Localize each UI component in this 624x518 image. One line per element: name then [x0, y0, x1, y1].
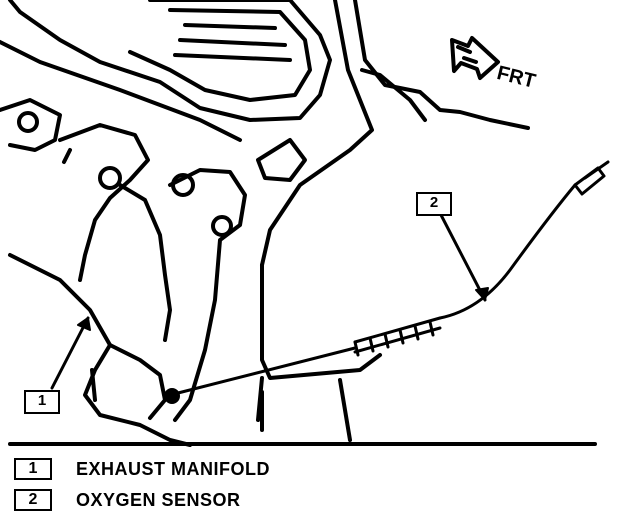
callout-1: 1 [24, 390, 60, 414]
legend-key-1: 1 [14, 458, 52, 480]
engine-block-edge [256, 0, 530, 442]
sensor-port [164, 388, 180, 404]
legend-label-oxygen-sensor: OXYGEN SENSOR [76, 489, 241, 510]
oxygen-sensor [353, 160, 610, 357]
legend-row-exhaust-manifold: 1 EXHAUST MANIFOLD [14, 456, 270, 482]
legend-key-2: 2 [14, 489, 52, 511]
callout-1-leader [50, 316, 91, 390]
sensor-port-leader [176, 346, 357, 395]
valve-cover [0, 0, 332, 142]
callout-2: 2 [416, 192, 452, 216]
exhaust-manifold [0, 98, 247, 447]
callout-1-number: 1 [37, 392, 47, 409]
callout-2-number: 2 [429, 194, 439, 211]
callout-2-leader [438, 211, 489, 302]
legend-label-exhaust-manifold: EXHAUST MANIFOLD [76, 458, 270, 479]
legend-row-oxygen-sensor: 2 OXYGEN SENSOR [14, 487, 241, 513]
front-arrow [450, 36, 500, 80]
